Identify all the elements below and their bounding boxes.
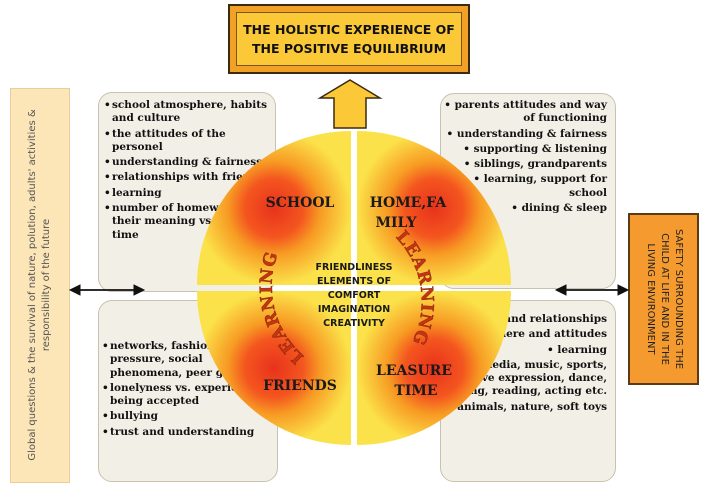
quadrant-label-home-family-1: HOME,FA (370, 195, 448, 211)
list-item: learning, support for school (441, 173, 607, 200)
list-item: relationships with friends (104, 171, 274, 185)
quadrant-label-friends: FRIENDS (263, 378, 337, 394)
right-double-arrow-icon (554, 284, 630, 296)
safety-box: SAFETY SURROUNDING THE CHILD AT LIFE AND… (628, 213, 699, 385)
center-line-4: IMAGINATION (318, 304, 390, 315)
center-line-5: CREATIVITY (323, 318, 385, 329)
home-family-factors-list: parents attitudes and way of functioning… (441, 99, 607, 217)
quadrant-label-home-family-2: MILY (376, 215, 418, 231)
quadrant-label-leasure-1: LEASURE (376, 363, 452, 379)
title-inner: THE HOLISTIC EXPERIENCE OF THE POSITIVE … (236, 12, 462, 66)
quadrant-disc (197, 131, 511, 445)
list-item: understanding & fairness (104, 156, 274, 170)
title-line-1: THE HOLISTIC EXPERIENCE OF (243, 22, 455, 37)
quadrant-label-leasure-2: TIME (394, 383, 437, 399)
quadrant-label-school: SCHOOL (266, 195, 335, 211)
list-item: supporting & listening (441, 143, 607, 156)
list-item: siblings, grandparents (441, 158, 607, 171)
school-factors-list: school atmosphere, habits and culture th… (104, 99, 274, 244)
list-item: trust and understanding (102, 426, 276, 440)
center-line-3: COMFORT (328, 290, 381, 301)
list-item: dining & sleep (441, 202, 607, 215)
list-item: the attitudes of the personel (104, 128, 274, 155)
title-line-2: THE POSITIVE EQUILIBRIUM (251, 41, 447, 56)
list-item: understanding & fairness (441, 128, 607, 141)
global-questions-box: Global questions & the survival of natur… (10, 88, 70, 483)
list-item: animals, nature, soft toys (441, 401, 607, 414)
left-double-arrow-icon (68, 284, 146, 296)
list-item: media, music, sports, creative expressio… (441, 359, 607, 399)
list-item: parents attitudes and way of functioning (441, 99, 607, 126)
list-item: school atmosphere, habits and culture (104, 99, 274, 126)
title-box: THE HOLISTIC EXPERIENCE OF THE POSITIVE … (228, 4, 470, 74)
list-item: learning (441, 344, 607, 357)
center-line-2: ELEMENTS OF (317, 276, 391, 287)
list-item: bullying (102, 410, 276, 424)
center-line-1: FRIENDLINESS (316, 262, 393, 273)
list-item: learning (104, 187, 274, 201)
up-arrow-icon (317, 79, 383, 129)
